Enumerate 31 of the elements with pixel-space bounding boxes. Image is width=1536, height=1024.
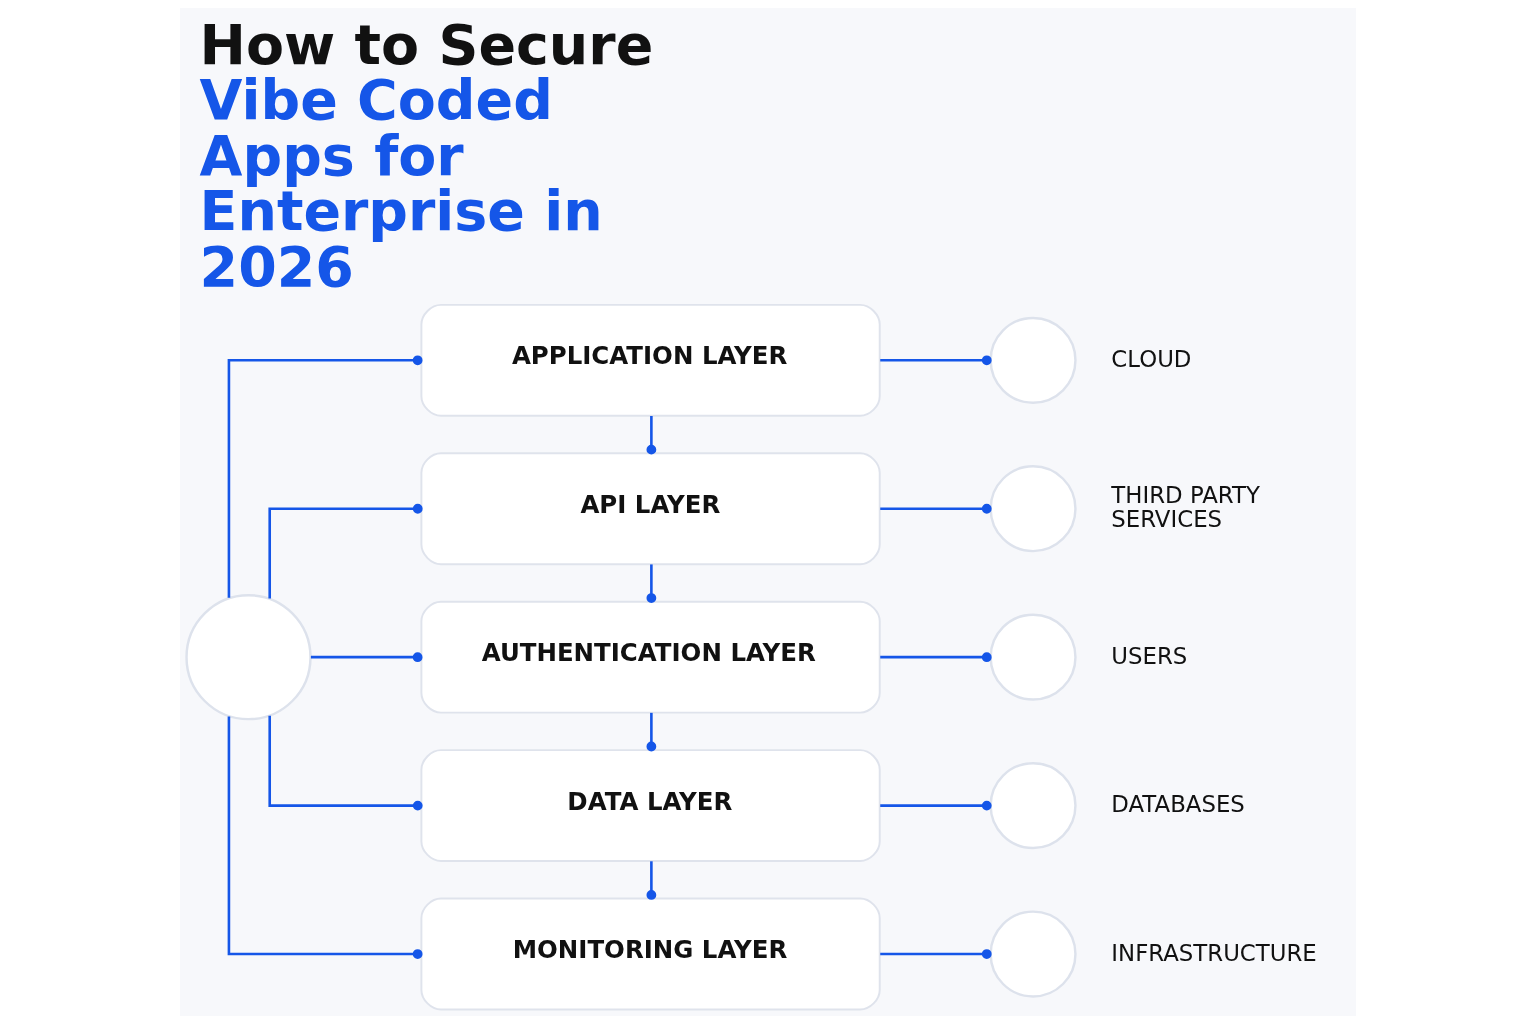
connector [268,503,423,599]
connector [880,800,992,811]
diagram-title: How to Secure Vibe Coded Apps for Enterprise in 2026 [199,12,654,299]
connector [646,416,657,455]
node-label: DATABASES [1111,791,1245,818]
node-circle [989,316,1077,404]
connector [268,715,423,811]
node-box: AUTHENTICATION LAYER [420,600,881,714]
node-box: MONITORING LAYER [420,897,881,1011]
connector [646,861,657,900]
node-label: CLOUD [1111,346,1192,373]
connector [880,949,992,959]
connector [646,564,657,603]
node-box: DATA LAYER [420,749,881,863]
node-circle [989,465,1077,553]
node-box: APPLICATION LAYER [420,303,881,417]
connector [310,652,423,663]
node-label: INFRASTRUCTURE [1111,939,1317,966]
connector [880,503,992,514]
connector [646,712,657,752]
connector [227,355,423,598]
connector [880,355,992,366]
connector [880,652,992,663]
node-circle [989,761,1077,850]
node-label: THIRD PARTY SERVICES [1111,481,1260,533]
node-circle [989,910,1077,998]
node-label: USERS [1111,643,1188,670]
connector [227,716,423,959]
node-circle [989,613,1077,701]
node-box: API LAYER [420,452,881,566]
node-circle [185,593,312,721]
